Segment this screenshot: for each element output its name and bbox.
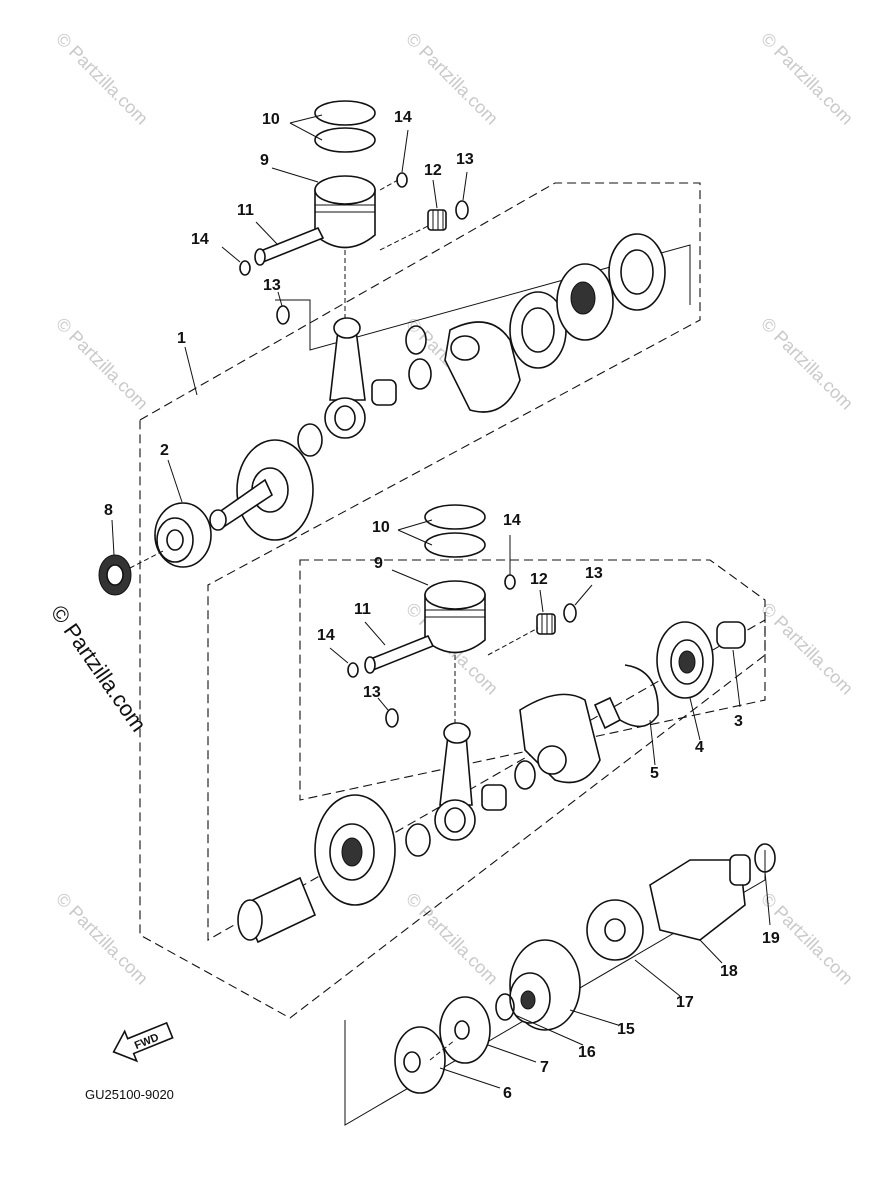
circlip — [347, 662, 359, 678]
callout-14: 14 — [394, 109, 412, 126]
fwd-arrow-icon: FWD — [112, 1021, 174, 1063]
seal-ring — [408, 358, 432, 390]
callout-2: 2 — [160, 442, 169, 459]
callout-labels: 1 2 3 4 5 6 7 8 9 9 10 10 11 11 12 12 13… — [104, 109, 780, 1102]
watermark: © Partzilla.com — [402, 29, 502, 129]
callout-14: 14 — [191, 231, 209, 248]
callout-17: 17 — [676, 994, 694, 1011]
crank-web — [444, 321, 521, 413]
watermark: © Partzilla.com — [402, 889, 502, 989]
pump-group — [394, 843, 776, 1094]
callout-15: 15 — [617, 1021, 635, 1038]
callout-11: 11 — [237, 202, 254, 219]
piston-ring — [424, 504, 486, 530]
thrust-washer — [385, 708, 399, 728]
circlip — [396, 172, 408, 188]
callout-11: 11 — [354, 601, 371, 618]
circlip — [504, 574, 516, 590]
crankshaft-assembly-boundary — [139, 182, 766, 1019]
callout-18: 18 — [720, 963, 738, 980]
watermark: © Partzilla.com — [52, 889, 152, 989]
watermark: © Partzilla.com — [52, 314, 152, 414]
bushing — [481, 784, 507, 811]
piston-crown — [314, 175, 376, 205]
circlip — [239, 260, 251, 276]
lower-cylinder-boundary — [299, 559, 766, 801]
lower-piston-group — [347, 504, 577, 728]
callout-19: 19 — [762, 930, 780, 947]
watermark: © Partzilla.com — [757, 314, 857, 414]
callout-7: 7 — [540, 1059, 549, 1076]
thrust-washer — [276, 305, 290, 325]
upper-piston-group — [239, 100, 469, 325]
callout-13: 13 — [263, 277, 281, 294]
callout-13: 13 — [363, 684, 381, 701]
callout-3: 3 — [734, 713, 743, 730]
connecting-rod — [439, 734, 473, 806]
callout-10: 10 — [262, 111, 280, 128]
leader-lines — [111, 114, 771, 1089]
bushing — [371, 379, 397, 406]
callout-9: 9 — [260, 152, 269, 169]
seal-ring — [405, 823, 431, 857]
piston-pin — [256, 226, 325, 264]
seal-ring — [297, 423, 323, 457]
piston-pin — [366, 634, 435, 672]
piston-ring — [314, 127, 376, 153]
piston-ring — [314, 100, 376, 126]
callout-10: 10 — [372, 519, 390, 536]
callout-5: 5 — [650, 765, 659, 782]
callout-14: 14 — [503, 512, 521, 529]
watermark: © Partzilla.com — [757, 29, 857, 129]
callout-13: 13 — [585, 565, 603, 582]
callout-14: 14 — [317, 627, 335, 644]
callout-13: 13 — [456, 151, 474, 168]
callout-1: 1 — [177, 330, 186, 347]
upper-crank-group — [98, 233, 666, 596]
callout-4: 4 — [695, 739, 704, 756]
connecting-rod — [329, 329, 366, 401]
circlip — [619, 664, 659, 728]
piston-ring — [424, 532, 486, 558]
impeller-housing — [649, 859, 746, 941]
thrust-washer — [563, 603, 577, 623]
callout-12: 12 — [424, 162, 442, 179]
callout-9: 9 — [374, 555, 383, 572]
seal-ring — [495, 993, 515, 1021]
watermark: © Partzilla.com — [52, 29, 152, 129]
upper-cylinder-group-line — [275, 244, 691, 351]
callout-6: 6 — [503, 1085, 512, 1102]
thrust-washer — [455, 200, 469, 220]
lower-crank-group — [237, 621, 746, 944]
collar — [716, 621, 746, 649]
callout-8: 8 — [104, 502, 113, 519]
callout-16: 16 — [578, 1044, 596, 1061]
seal-ring — [514, 760, 536, 790]
callout-12: 12 — [530, 571, 548, 588]
watermark: © Partzilla.com — [757, 599, 857, 699]
seal-ring — [405, 325, 427, 355]
watermark-main: © Partzilla.com — [46, 601, 152, 737]
diagram-code: GU25100-9020 — [85, 1087, 174, 1102]
